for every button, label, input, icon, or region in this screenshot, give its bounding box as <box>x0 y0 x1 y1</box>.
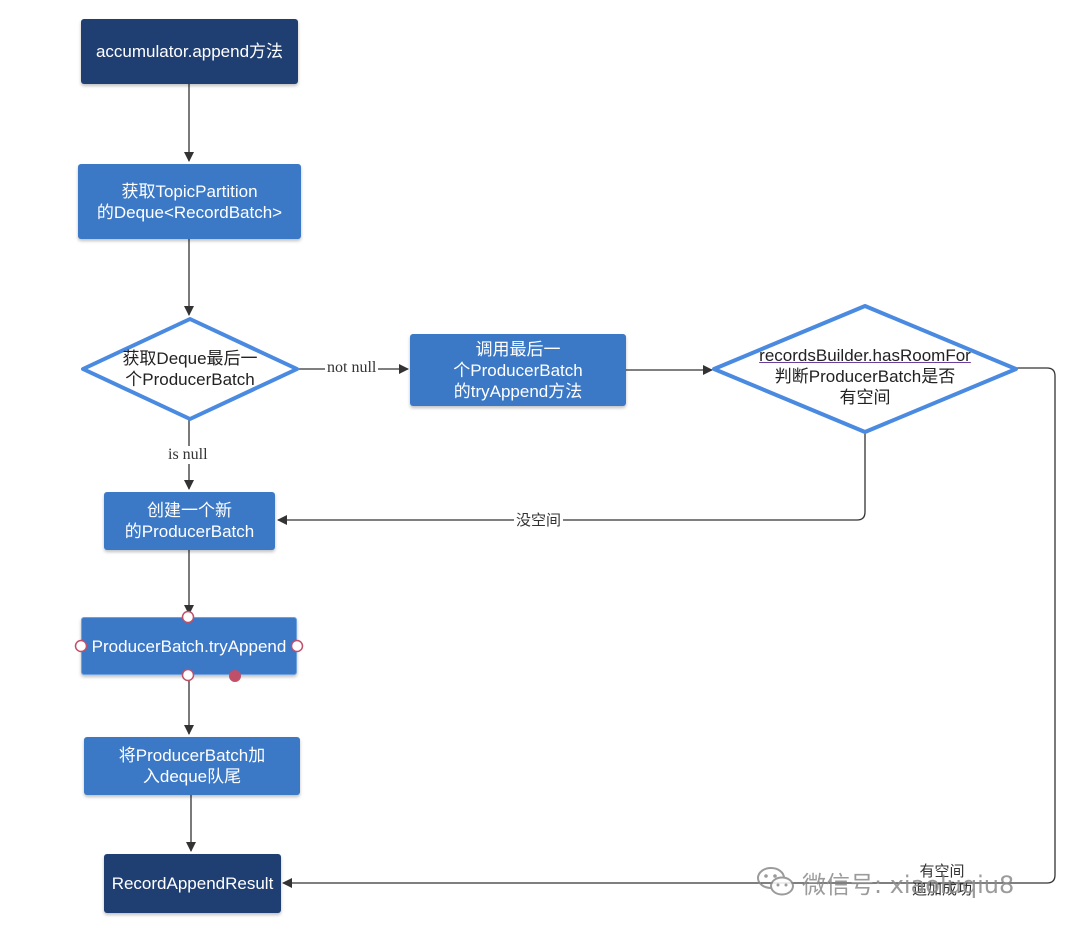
edge-label-is-null: is null <box>166 446 210 464</box>
try-append-last-line1: 调用最后一 <box>475 339 561 359</box>
accumulator-append-node: accumulator.append方法 <box>81 19 298 84</box>
handle-left[interactable] <box>74 639 88 653</box>
edge-has-space <box>282 367 1056 888</box>
watermark-text: 微信号: xiaoluqiu8 <box>802 870 1015 899</box>
last-batch-decision-text: 获取Deque最后一 个ProducerBatch <box>100 334 280 404</box>
watermark: 微信号: xiaoluqiu8 <box>756 862 1014 902</box>
get-deque-label-line2: 的Deque<RecordBatch> <box>96 202 283 222</box>
create-batch-line1: 创建一个新 <box>147 501 232 520</box>
accumulator-append-label: accumulator.append方法 <box>95 42 284 61</box>
try-append-last-line2: 个ProducerBatch <box>453 360 583 380</box>
try-append-last-node: 调用最后一 个ProducerBatch 的tryAppend方法 <box>410 334 626 406</box>
last-batch-decision-line2: 个ProducerBatch <box>125 370 255 389</box>
has-room-decision-diamond <box>712 304 1018 434</box>
has-room-line1: recordsBuilder.hasRoomFor <box>759 345 971 365</box>
last-batch-decision-line1: 获取Deque最后一 <box>122 349 258 368</box>
wechat-icon <box>757 867 794 896</box>
create-batch-line2: 的ProducerBatch <box>124 522 255 541</box>
has-room-decision-text: recordsBuilder.hasRoomFor 判断ProducerBatc… <box>735 336 995 416</box>
create-batch-node: 创建一个新 的ProducerBatch <box>104 492 275 550</box>
get-deque-label-line1: 获取TopicPartition <box>121 181 258 201</box>
edge-label-has-space-line1: 有空间 <box>919 862 965 880</box>
add-to-deque-line1: 将ProducerBatch加 <box>118 746 266 765</box>
handle-extra[interactable] <box>229 670 241 682</box>
handle-bottom[interactable] <box>181 668 195 682</box>
last-batch-decision-diamond <box>81 317 299 421</box>
edge-label-has-space: 有空间 追加成功 <box>910 862 974 898</box>
record-append-result-label: RecordAppendResult <box>111 874 274 893</box>
producer-try-append-node[interactable]: ProducerBatch.tryAppend <box>81 617 297 675</box>
handle-top[interactable] <box>181 610 195 624</box>
try-append-last-line3: 的tryAppend方法 <box>453 381 583 401</box>
handle-right[interactable] <box>290 639 304 653</box>
edge-label-no-space: 没空间 <box>514 511 564 529</box>
has-room-line3: 有空间 <box>839 387 891 407</box>
record-append-result-node: RecordAppendResult <box>104 854 281 913</box>
edge-label-not-null: not null <box>325 359 379 377</box>
producer-try-append-label: ProducerBatch.tryAppend <box>91 636 287 656</box>
get-deque-node: 获取TopicPartition 的Deque<RecordBatch> <box>78 164 301 239</box>
edge-no-space <box>277 433 866 525</box>
add-to-deque-line2: 入deque队尾 <box>142 767 242 786</box>
has-room-line2: 判断ProducerBatch是否 <box>774 366 956 386</box>
add-to-deque-node: 将ProducerBatch加 入deque队尾 <box>84 737 300 795</box>
edge-label-has-space-line2: 追加成功 <box>912 880 973 898</box>
